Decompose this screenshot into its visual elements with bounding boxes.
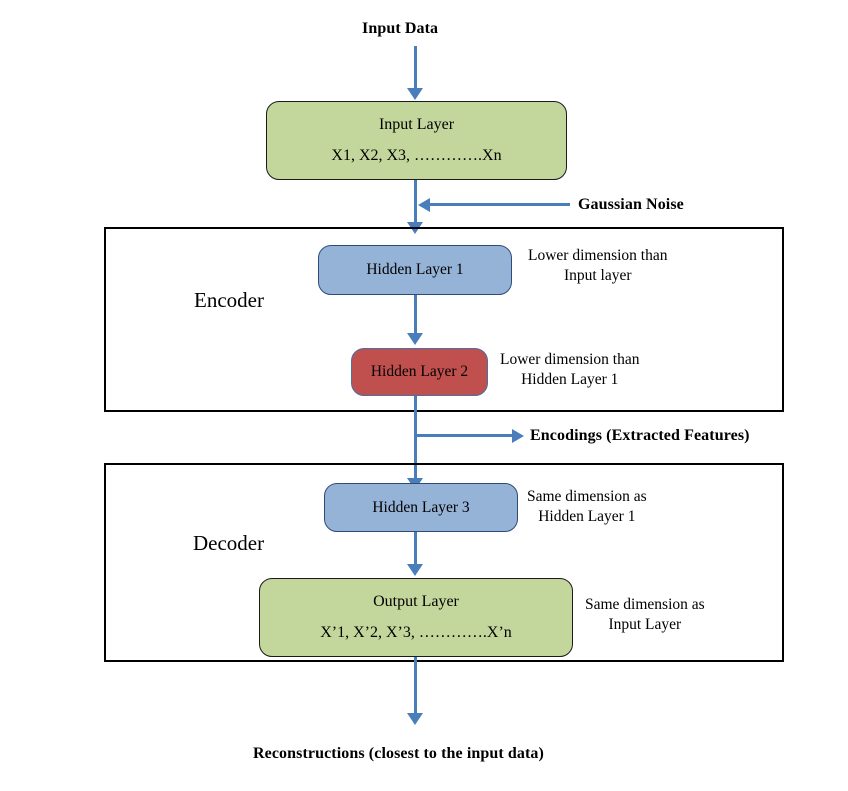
encodings-label: Encodings (Extracted Features) — [530, 427, 750, 444]
hidden-layer-2-note-line2: Hidden Layer 1 — [521, 371, 619, 389]
node-hidden-layer-1[interactable]: Hidden Layer 1 — [318, 245, 512, 295]
node-input-layer-title: Input Layer — [378, 116, 455, 133]
hidden-layer-1-note-line1: Lower dimension than — [528, 247, 668, 264]
node-output-layer[interactable]: Output Layer X’1, X’2, X’3, ………….X’n — [259, 578, 573, 657]
flow-arrowhead-to-hl2 — [407, 333, 423, 345]
node-output-layer-subtitle: X’1, X’2, X’3, ………….X’n — [320, 624, 512, 641]
hidden-layer-2-note: Lower dimension than Hidden Layer 1 — [500, 350, 639, 390]
flow-line-hl2-to-decoder — [414, 396, 417, 482]
hidden-layer-2-note-line1: Lower dimension than — [500, 351, 640, 368]
node-input-layer-subtitle: X1, X2, X3, ………….Xn — [331, 147, 502, 164]
flow-line-hl3-to-output — [414, 532, 417, 568]
node-hidden-layer-1-title: Hidden Layer 1 — [366, 261, 464, 279]
gaussian-noise-arrowhead — [418, 197, 430, 212]
flow-line-input-data — [414, 46, 417, 90]
flow-line-hl1-to-hl2 — [414, 295, 417, 337]
node-hidden-layer-2-title: Hidden Layer 2 — [370, 363, 469, 381]
output-layer-note-line1: Same dimension as — [585, 596, 705, 613]
node-hidden-layer-2[interactable]: Hidden Layer 2 — [351, 348, 488, 396]
encodings-line — [416, 434, 514, 437]
encodings-arrowhead — [512, 428, 524, 443]
flow-arrowhead-to-input-layer — [407, 88, 423, 100]
node-input-layer[interactable]: Input Layer X1, X2, X3, ………….Xn — [266, 101, 567, 180]
flow-arrowhead-to-reconstructions — [407, 713, 423, 725]
flow-arrowhead-to-output-layer — [407, 564, 423, 576]
flow-line-output-to-reconstructions — [414, 657, 417, 717]
hidden-layer-3-note-line1: Same dimension as — [527, 488, 647, 505]
output-layer-note: Same dimension as Input Layer — [585, 595, 705, 635]
gaussian-noise-label: Gaussian Noise — [578, 196, 684, 213]
encoder-label: Encoder — [194, 288, 264, 312]
node-hidden-layer-3[interactable]: Hidden Layer 3 — [324, 483, 518, 532]
hidden-layer-3-note: Same dimension as Hidden Layer 1 — [527, 487, 647, 527]
flow-line-input-to-encoder — [414, 180, 417, 226]
encoder-group — [104, 227, 784, 412]
input-data-label: Input Data — [362, 20, 439, 37]
output-layer-note-line2: Input Layer — [608, 616, 682, 634]
decoder-label: Decoder — [193, 531, 265, 555]
reconstructions-label: Reconstructions (closest to the input da… — [253, 745, 544, 762]
decoder-group — [104, 463, 784, 662]
hidden-layer-3-note-line2: Hidden Layer 1 — [538, 508, 636, 526]
node-output-layer-title: Output Layer — [373, 593, 459, 610]
node-hidden-layer-3-title: Hidden Layer 3 — [372, 498, 470, 516]
gaussian-noise-line — [430, 203, 570, 206]
hidden-layer-1-note: Lower dimension than Input layer — [528, 246, 667, 286]
hidden-layer-1-note-line2: Input layer — [563, 267, 632, 285]
